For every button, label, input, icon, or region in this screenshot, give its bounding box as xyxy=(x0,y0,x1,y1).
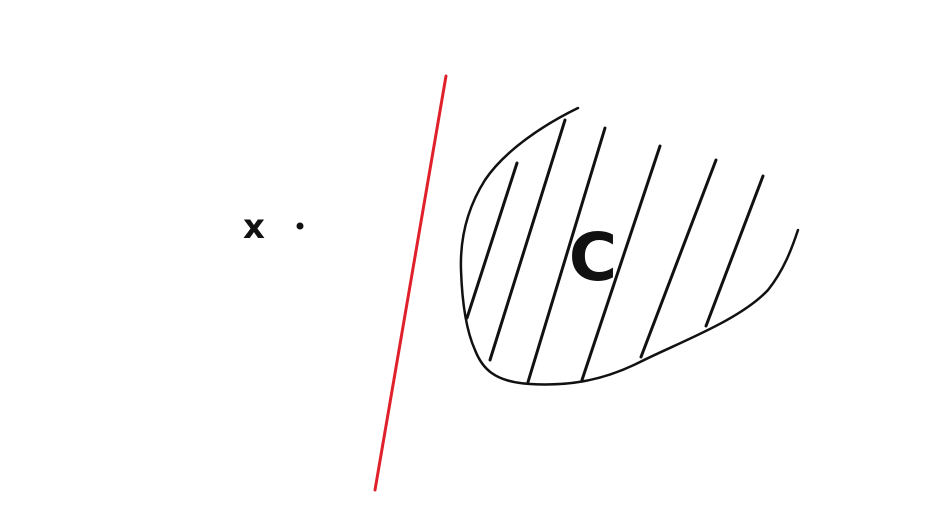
hatch-line-5 xyxy=(639,158,718,359)
hatch-line-3 xyxy=(526,126,607,384)
set-label: C xyxy=(569,219,617,296)
separating-line xyxy=(373,74,448,492)
hatch-line-6 xyxy=(704,174,765,328)
set-hatching xyxy=(465,118,765,384)
point-dot-icon xyxy=(296,222,304,230)
hatch-line-4 xyxy=(580,144,662,382)
point-label: x xyxy=(243,207,265,247)
convex-set-outline xyxy=(459,106,800,386)
hatch-line-2 xyxy=(488,118,567,362)
hatch-line-1 xyxy=(465,161,519,320)
